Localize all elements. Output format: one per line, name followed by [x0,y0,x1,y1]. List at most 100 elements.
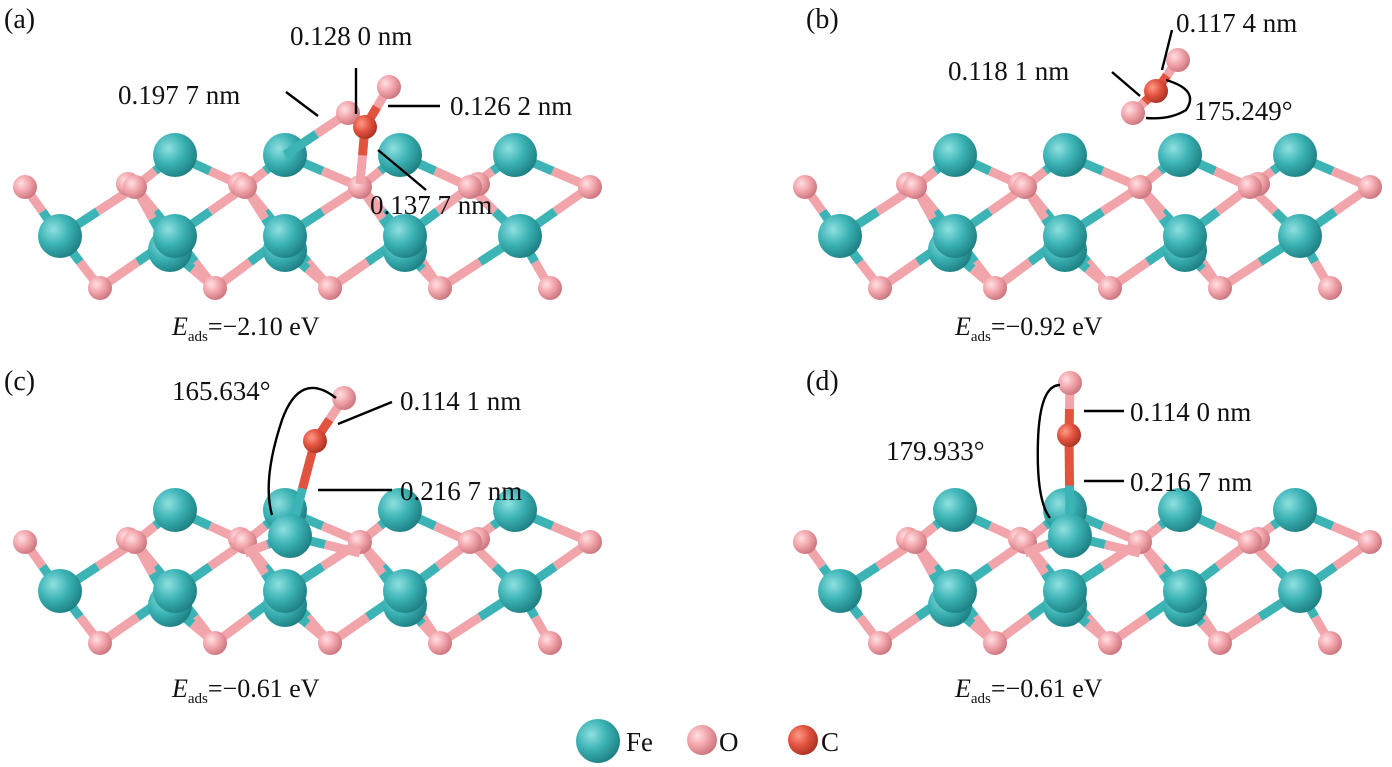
fe-atom [1043,133,1087,177]
surface-slab [13,488,602,655]
panel-tag: (a) [4,4,35,35]
bond-angle-label: 179.933° [886,436,985,466]
adsorbate-d [1023,371,1142,558]
o-atom [903,530,927,554]
fe-atom [493,133,537,177]
fe-atom [493,488,537,532]
o-atom [983,276,1007,300]
panel-tag: (c) [4,366,35,397]
legend-label-fe: Fe [626,727,653,757]
o-atom [578,175,602,199]
fe-atom [498,569,542,613]
o-atom [1358,530,1382,554]
bond-length-label: 0.118 1 nm [948,56,1069,86]
o-atom [538,631,562,655]
fe-atom [933,569,977,613]
o-atom [903,175,927,199]
fe-atom [1273,488,1317,532]
surface-slab [793,133,1382,300]
fe-atom [153,214,197,258]
o-atom [1098,631,1122,655]
fe-atom [933,488,977,532]
bond [1103,540,1142,558]
o-atom [868,631,892,655]
adsorption-energy: Eads=−2.10 eV [171,312,320,345]
o-atom [983,631,1007,655]
bond-angle-label: 175.249° [1194,96,1293,126]
panel-c: (c) 165.634° 0.114 1 nm 0.216 7 nm Eads=… [4,366,522,707]
bond-length-label: 0.216 7 nm [400,476,522,506]
legend-o-atom-icon [687,725,717,755]
o-atom [793,175,817,199]
o-atom [1208,276,1232,300]
fe-atom [263,214,307,258]
adsorption-energy: Eads=−0.61 eV [954,674,1103,707]
fe-atom [153,569,197,613]
o-atom [123,530,147,554]
fe-atom [38,214,82,258]
fe-atom [378,488,422,532]
o-atom [348,175,372,199]
bond [355,155,367,185]
fe-atom [1158,133,1202,177]
adsorbate-b [1121,48,1190,125]
panel-a: (a) 0.128 0 nm 0.197 7 nm 0.126 2 nm 0.1… [4,4,572,345]
legend-label-o: O [719,727,739,757]
bond [1023,540,1050,558]
o-atom [88,631,112,655]
bond-angle-label: 165.634° [172,376,271,406]
o-atom [793,530,817,554]
o-atom [1318,631,1342,655]
fe-atom [268,514,312,558]
o-atom [377,75,401,99]
o-atom [1208,631,1232,655]
fe-atom [153,488,197,532]
adsorbate-a [282,75,401,185]
bond-length-label: 0.126 2 nm [450,91,572,121]
bond-length-label: 0.114 0 nm [1130,397,1251,427]
o-atom [1121,101,1145,125]
o-atom [458,175,482,199]
o-atom [1058,371,1082,395]
bond-length-label: 0.128 0 nm [290,21,412,51]
c-atom [1057,423,1081,447]
fe-atom [378,133,422,177]
fe-atom [1163,569,1207,613]
legend-c-atom-icon [788,725,818,755]
bond [282,130,319,159]
panel-d: (d) 0.114 0 nm 179.933° 0.216 7 nm Eads=… [806,366,1252,707]
o-atom [1238,175,1262,199]
bond-length-label: 0.216 7 nm [1130,467,1252,497]
fe-atom [1273,133,1317,177]
panel-b: (b) 0.117 4 nm 0.118 1 nm 175.249° Eads=… [806,4,1297,345]
fe-atom [1043,569,1087,613]
o-atom [868,276,892,300]
o-atom [428,276,452,300]
surface-slab [13,133,602,300]
o-atom [458,530,482,554]
fe-atom [933,133,977,177]
o-atom [13,175,37,199]
panel-tag: (d) [806,366,839,397]
fe-atom [933,214,977,258]
bond-length-label: 0.117 4 nm [1176,8,1297,38]
fe-atom [153,133,197,177]
c-atom [303,429,327,453]
adsorption-energy: Eads=−0.61 eV [171,674,320,707]
c-atom [353,115,377,139]
bond-length-label: 0.197 7 nm [118,80,240,110]
o-atom [123,175,147,199]
panel-tag: (b) [806,4,839,35]
fe-atom [1048,514,1092,558]
o-atom [1013,175,1037,199]
fe-atom [38,569,82,613]
fe-atom [383,569,427,613]
o-atom [318,276,342,300]
fe-atom [383,214,427,258]
o-atom [332,386,356,410]
legend-label-c: C [821,727,839,757]
o-atom [1098,276,1122,300]
bond-length-label: 0.114 1 nm [400,386,521,416]
o-atom [233,175,257,199]
